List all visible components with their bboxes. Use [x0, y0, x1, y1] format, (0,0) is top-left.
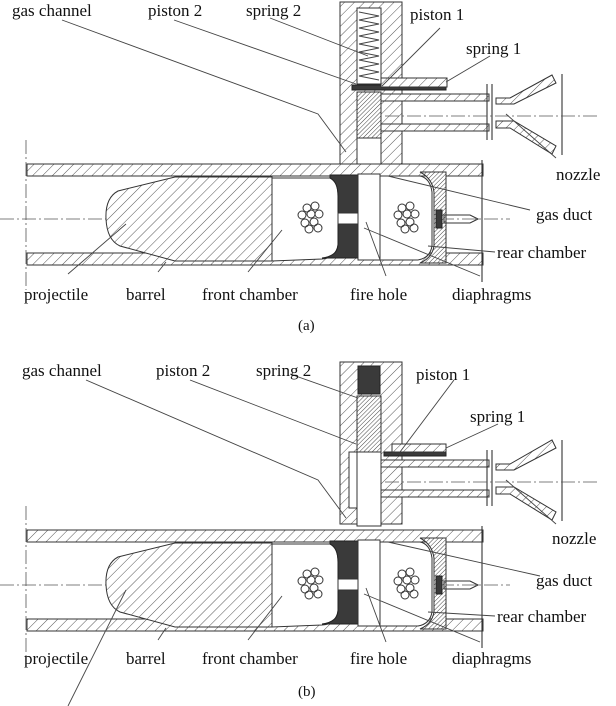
label-projectile: projectile: [24, 649, 88, 668]
label-piston-2: piston 2: [148, 1, 202, 20]
barrel-top-wall: [26, 163, 484, 177]
label-barrel: barrel: [126, 285, 166, 304]
caption-a: (a): [298, 318, 315, 334]
propellant-rear: [393, 567, 420, 600]
outlet-pipe-top: [380, 459, 490, 468]
leader-lines: [67, 373, 557, 706]
nozzle-cone-top: [495, 439, 557, 471]
propellant-front: [297, 567, 324, 600]
label-gas-channel: gas channel: [22, 361, 102, 380]
label-diaphragms: diaphragms: [452, 285, 531, 304]
label-nozzle: nozzle: [552, 529, 596, 548]
side-channel: [348, 451, 358, 509]
label-fire-hole: fire hole: [350, 285, 407, 304]
nozzle-cone-bottom: [495, 120, 557, 155]
nozzle-cone-top: [495, 74, 557, 105]
igniter: [435, 575, 443, 595]
label-rear-chamber: rear chamber: [497, 607, 587, 626]
spring-2-compressed: [357, 365, 381, 395]
piston-1-plate: [383, 451, 447, 457]
label-rear-chamber: rear chamber: [497, 243, 587, 262]
outlet-pipe-bottom: [380, 489, 490, 498]
caption-b: (b): [298, 684, 316, 700]
spring-1-housing: [380, 77, 448, 88]
launcher-mechanism: [339, 1, 600, 169]
gas-bore: [356, 137, 382, 169]
panel-b-diagram: gas channel piston 2 spring 2 piston 1 s…: [0, 361, 600, 706]
barrel-top-wall: [26, 529, 484, 543]
propellant-rear: [393, 201, 420, 234]
label-front-chamber: front chamber: [202, 649, 298, 668]
label-fire-hole: fire hole: [350, 649, 407, 668]
separator-wall: [357, 173, 381, 261]
label-front-chamber: front chamber: [202, 285, 298, 304]
separator-wall: [357, 539, 381, 627]
propellant-front: [297, 201, 324, 234]
leader-lines: [61, 17, 557, 277]
label-piston-1: piston 1: [410, 5, 464, 24]
barrel-assembly: [0, 506, 510, 656]
label-piston-2: piston 2: [156, 361, 210, 380]
launcher-mechanism: [339, 361, 600, 527]
outlet-pipe-bottom: [380, 123, 490, 132]
label-spring-1: spring 1: [470, 407, 525, 426]
label-spring-1: spring 1: [466, 39, 521, 58]
fire-hole: [337, 212, 361, 225]
projectile: [105, 542, 273, 628]
label-projectile: projectile: [24, 285, 88, 304]
piston-2-body: [356, 91, 382, 139]
panel-a-diagram: gas channel piston 2 spring 2 piston 1 s…: [0, 1, 600, 334]
label-spring-2: spring 2: [246, 1, 301, 20]
piston-2-body: [356, 395, 382, 453]
label-nozzle: nozzle: [556, 165, 600, 184]
igniter: [435, 209, 443, 229]
outlet-pipe-top: [380, 93, 490, 102]
label-gas-duct: gas duct: [536, 205, 592, 224]
breech-block: [419, 171, 447, 264]
label-gas-duct: gas duct: [536, 571, 592, 590]
label-piston-1: piston 1: [416, 365, 470, 384]
nozzle-cone-bottom: [495, 486, 557, 521]
spring-2: [358, 11, 380, 81]
spring-1-housing: [391, 443, 447, 453]
fire-hole: [337, 578, 361, 591]
igniter-tip: [443, 580, 480, 590]
barrel-assembly: [0, 140, 510, 290]
label-spring-2: spring 2: [256, 361, 311, 380]
gas-bore: [356, 451, 382, 527]
label-barrel: barrel: [126, 649, 166, 668]
label-gas-channel: gas channel: [12, 1, 92, 20]
projectile: [105, 176, 273, 262]
label-diaphragms: diaphragms: [452, 649, 531, 668]
igniter-tip: [443, 214, 480, 224]
